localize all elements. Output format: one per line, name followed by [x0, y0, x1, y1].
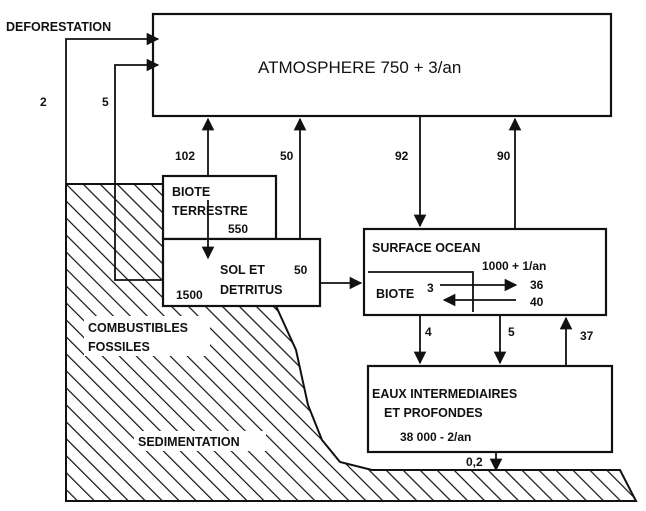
arrow-deforestation: [65, 32, 160, 184]
flow-4: 4: [425, 325, 432, 339]
flow-50-right: 50: [294, 263, 308, 277]
flow-36: 36: [530, 278, 544, 292]
atmosphere-label: ATMOSPHERE 750 + 3/an: [258, 58, 461, 77]
atmosphere-box: [151, 12, 613, 118]
flow-50-up: 50: [280, 149, 294, 163]
sol-value: 1500: [176, 288, 203, 302]
sedimentation-label-bg: [134, 431, 266, 451]
surface-ocean-label: SURFACE OCEAN: [372, 241, 480, 255]
biote-inner-frame: [368, 271, 474, 312]
arrow-soil-to-atmosphere: [114, 58, 163, 281]
flow-5-down: 5: [508, 325, 515, 339]
sol-detritus-box: [161, 237, 322, 308]
flow-5-left: 5: [102, 95, 109, 109]
flow-102: 102: [175, 149, 195, 163]
flow-3: 3: [427, 281, 434, 295]
biote-terrestre-value: 550: [228, 222, 248, 236]
sol-label-2: DETRITUS: [220, 283, 283, 297]
eaux-profondes-box: [366, 364, 614, 454]
flow-02: 0,2: [466, 455, 483, 469]
flow-2: 2: [40, 95, 47, 109]
sol-label-1: SOL ET: [220, 263, 265, 277]
deforestation-label: DEFORESTATION: [6, 20, 111, 34]
biote-marine-label: BIOTE: [376, 287, 414, 301]
eaux-label-2: ET PROFONDES: [384, 406, 483, 420]
biote-terrestre-label-1: BIOTE: [172, 185, 210, 199]
flow-40: 40: [530, 295, 544, 309]
eaux-value: 38 000 - 2/an: [400, 430, 471, 444]
sedimentation-label: SEDIMENTATION: [138, 435, 240, 449]
flow-90: 90: [497, 149, 511, 163]
biote-terrestre-box: [161, 174, 278, 241]
flow-37: 37: [580, 329, 594, 343]
eaux-label-1: EAUX INTERMEDIAIRES: [372, 387, 517, 401]
biote-terrestre-label-2: TERRESTRE: [172, 204, 248, 218]
flow-92: 92: [395, 149, 409, 163]
combustibles-label-2: FOSSILES: [88, 340, 150, 354]
combustibles-label-1: COMBUSTIBLES: [88, 321, 188, 335]
combustibles-label-bg: [84, 316, 210, 356]
surface-ocean-value: 1000 + 1/an: [482, 259, 546, 273]
